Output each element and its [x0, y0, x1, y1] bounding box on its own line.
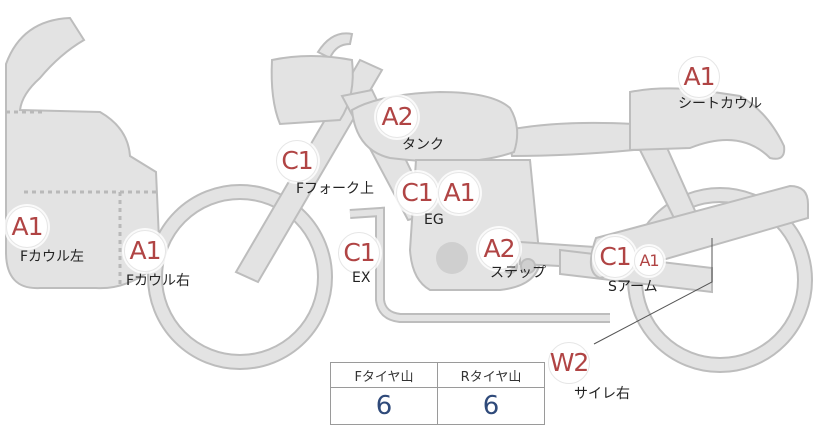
handlebar	[316, 32, 354, 60]
marker-a1-eg: A1	[438, 172, 480, 214]
marker-a1-fcowl-left: A1	[6, 206, 48, 248]
label-ex: EX	[352, 270, 371, 286]
marker-a1-sarm: A1	[634, 246, 664, 276]
front-tire-value: 6	[330, 387, 438, 425]
marker-c1-ex: C1	[338, 232, 380, 274]
label-seatcowl: シートカウル	[678, 96, 762, 112]
tire-table-header-row: Fタイヤ山 Rタイヤ山	[330, 362, 545, 388]
marker-c1-ffork: C1	[276, 140, 318, 182]
marker-c1-eg: C1	[396, 172, 438, 214]
label-ffork: Fフォーク上	[296, 181, 375, 197]
front-tire-header: Fタイヤ山	[330, 362, 438, 388]
marker-a1-seatcowl: A1	[678, 56, 720, 98]
marker-a1-fcowl-right: A1	[124, 230, 166, 272]
rear-tire-header: Rタイヤ山	[437, 362, 545, 388]
label-tank: タンク	[402, 137, 444, 153]
label-step: ステップ	[490, 265, 546, 281]
label-sarm: Sアーム	[608, 279, 658, 295]
label-fcowl-right: Fカウル右	[126, 273, 191, 289]
label-eg: EG	[424, 212, 444, 228]
tire-table-value-row: 6 6	[330, 387, 545, 425]
label-fcowl-left: Fカウル左	[20, 249, 85, 265]
headlight	[270, 55, 354, 126]
seat	[506, 121, 635, 158]
rear-tire-value: 6	[437, 387, 545, 425]
marker-a2-tank: A2	[376, 96, 418, 138]
marker-c1-sarm: C1	[594, 236, 636, 278]
silencer-leader-line	[593, 238, 713, 345]
tire-tread-table: Fタイヤ山 Rタイヤ山 6 6	[330, 362, 545, 425]
marker-a2-step: A2	[478, 228, 520, 270]
marker-w2-silencer: W2	[548, 342, 590, 384]
label-silencer: サイレ右	[574, 386, 630, 402]
